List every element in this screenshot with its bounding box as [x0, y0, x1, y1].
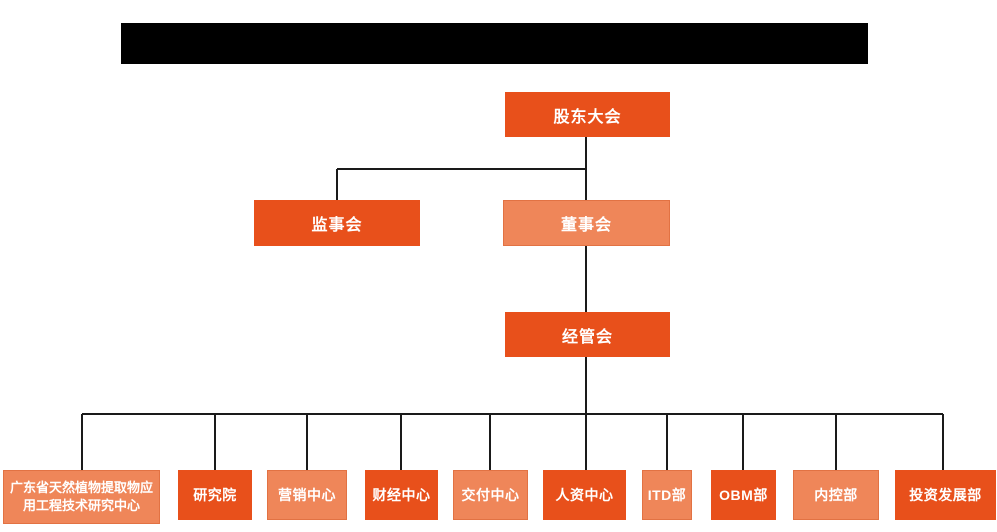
node-hr-center: 人资中心: [543, 470, 626, 520]
node-research-institute: 研究院: [178, 470, 252, 520]
node-marketing-center: 营销中心: [267, 470, 347, 520]
node-itd-dept: ITD部: [642, 470, 692, 520]
node-shareholders-meeting: 股东大会: [505, 92, 670, 137]
node-board-of-directors: 董事会: [503, 200, 670, 246]
node-investment-dev-dept: 投资发展部: [895, 470, 996, 520]
redacted-title-bar: [121, 23, 868, 64]
node-delivery-center: 交付中心: [453, 470, 528, 520]
node-internal-control-dept: 内控部: [793, 470, 879, 520]
node-obm-dept: OBM部: [711, 470, 776, 520]
node-gd-research-center: 广东省天然植物提取物应用工程技术研究中心: [3, 470, 160, 524]
node-supervisory-board: 监事会: [254, 200, 420, 246]
node-finance-center: 财经中心: [365, 470, 438, 520]
node-management-committee: 经管会: [505, 312, 670, 357]
